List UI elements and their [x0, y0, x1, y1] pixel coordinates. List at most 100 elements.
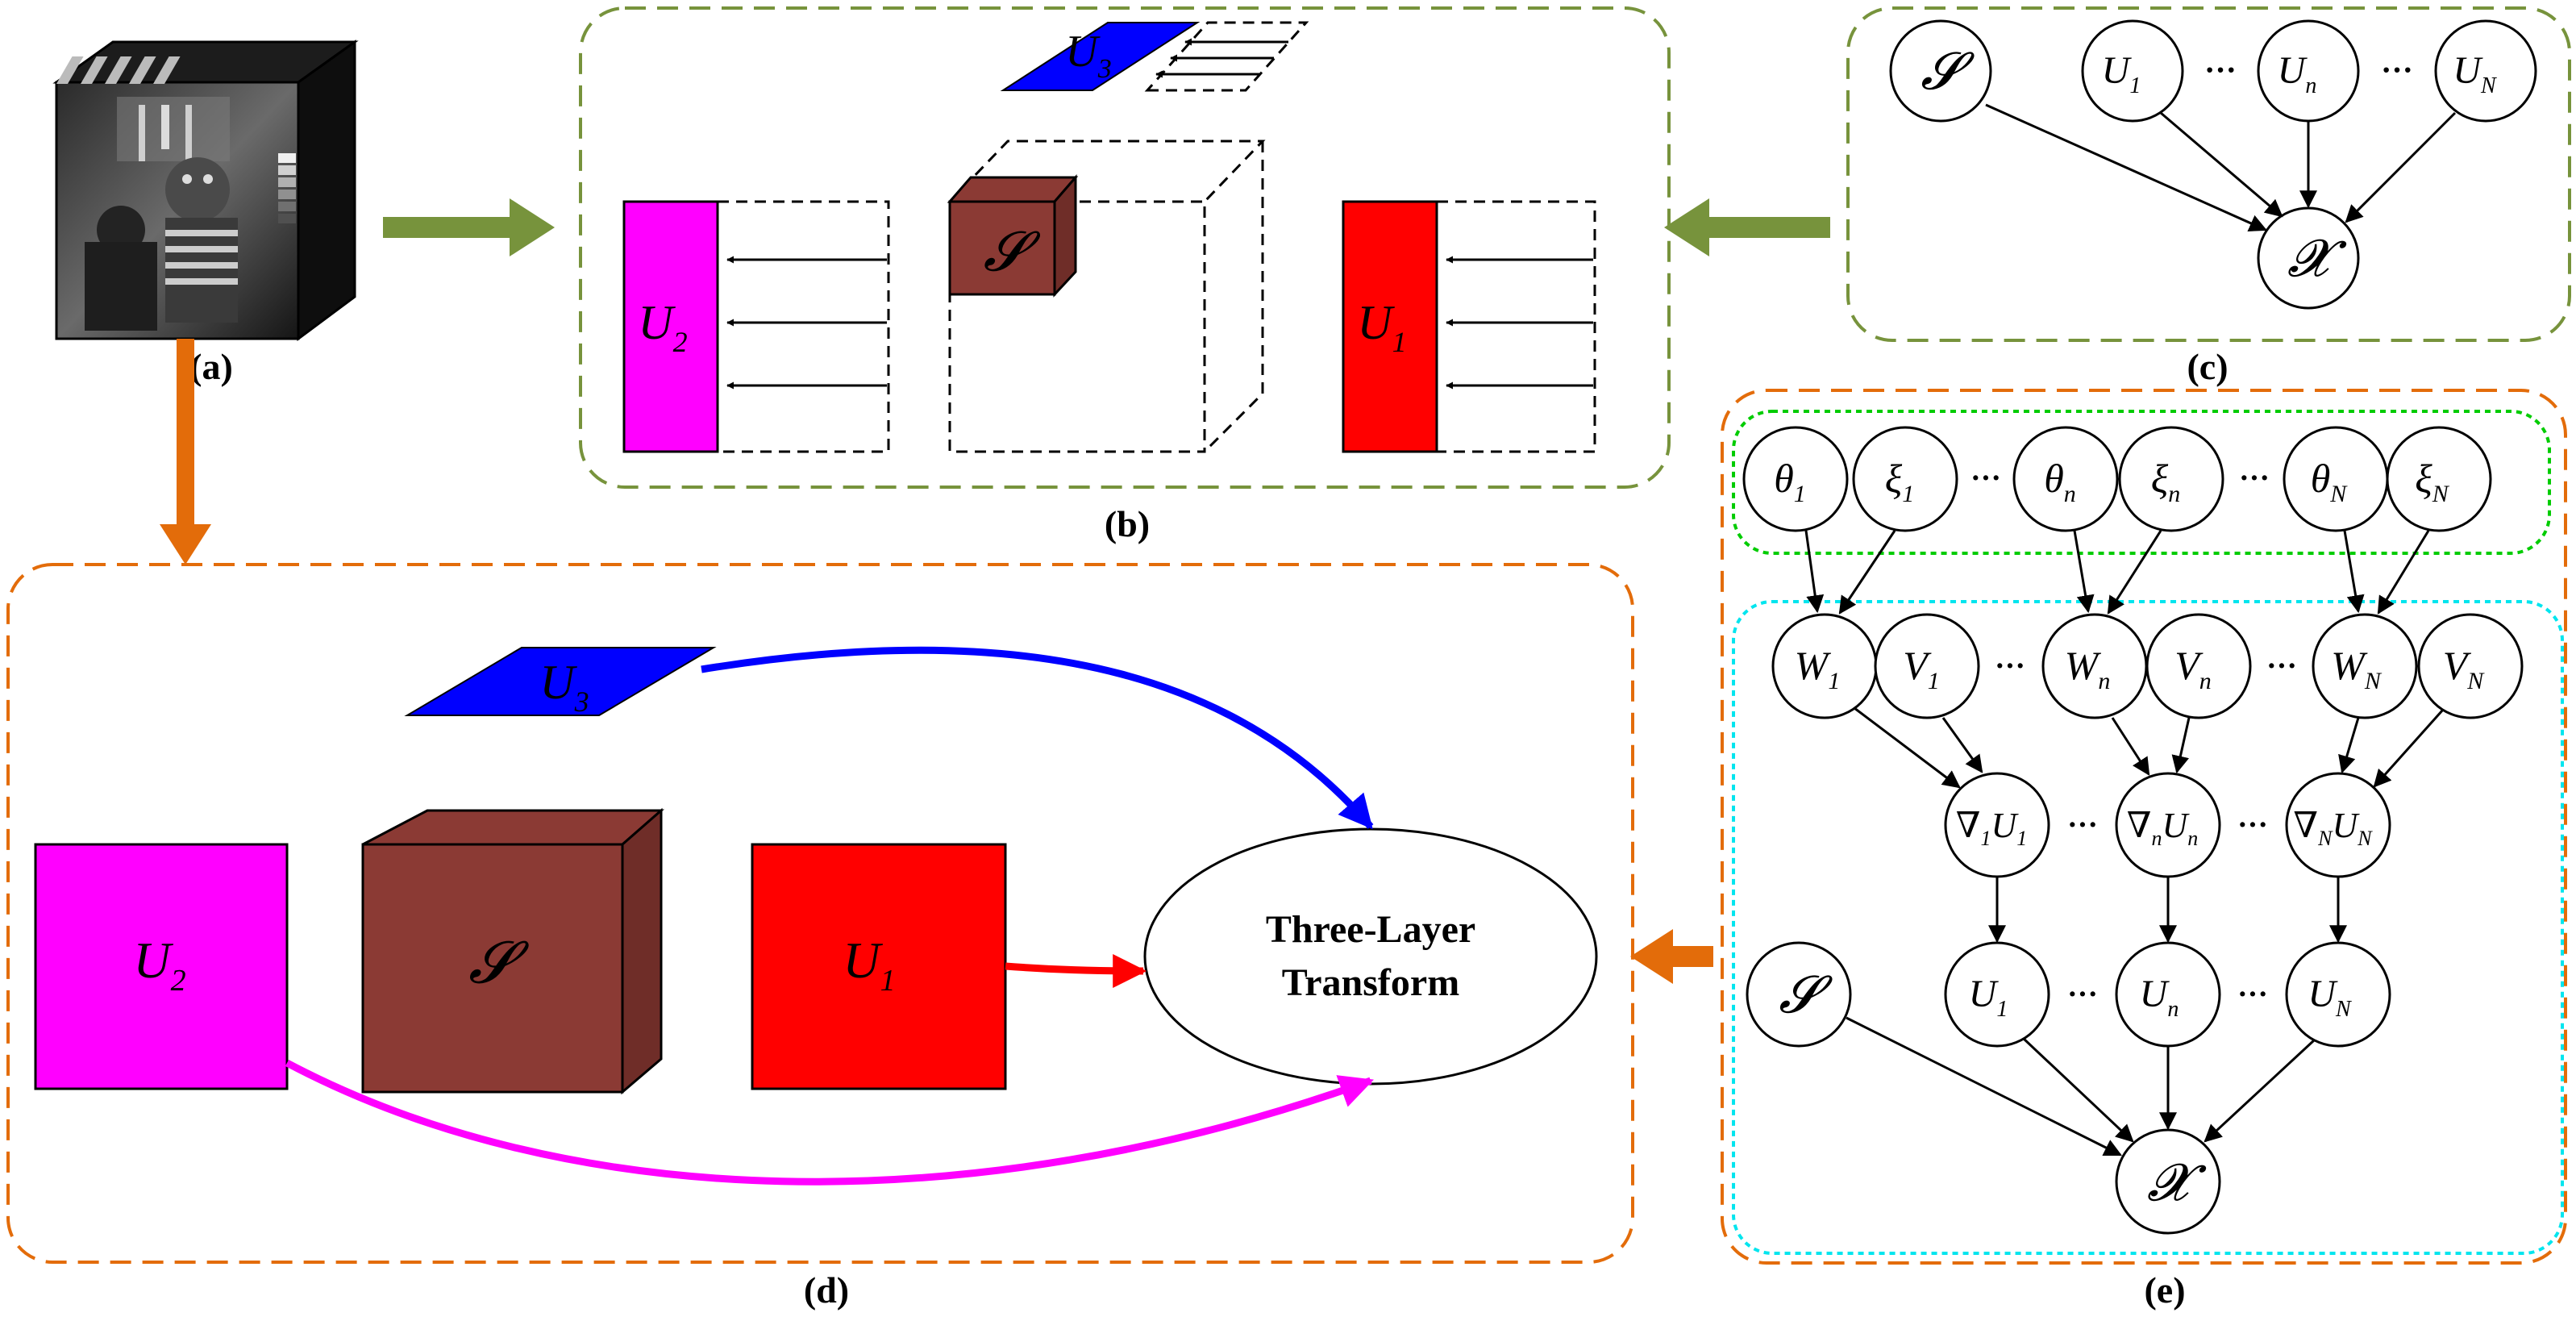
- e-dots-grad-2: ···: [2237, 808, 2268, 842]
- e-dots-w-2: ···: [2266, 649, 2297, 683]
- e-gradN-label: ∇NUN: [2293, 806, 2373, 850]
- e-edge-uN-x: [2204, 1039, 2316, 1143]
- b-core-tensor: [947, 173, 1079, 298]
- b-u1-dashed-box: [1435, 200, 1596, 453]
- c-u1-label: U1: [2102, 49, 2141, 98]
- e-node-wN: [2312, 613, 2418, 719]
- e-edge-thetan-wn: [2073, 530, 2095, 614]
- e-node-thetan: [2012, 426, 2119, 532]
- e-theta1-label: θ1: [1774, 456, 1806, 507]
- e-node-v1: [1874, 613, 1980, 719]
- d-u2-block: [34, 843, 289, 1090]
- transform-label-line1: Three-Layer: [1266, 908, 1475, 951]
- caption-a: (a): [189, 346, 233, 387]
- d-core-cube: [361, 807, 664, 1095]
- e-edge-wN-gradN: [2338, 717, 2360, 774]
- e-node-theta1: [1742, 426, 1849, 532]
- b-u2-block: [622, 200, 719, 453]
- d-u3-label: U3: [539, 656, 589, 718]
- e-node-xin: [2118, 426, 2224, 532]
- b-u3-slab: [1000, 22, 1201, 91]
- e-edge-u1-x: [2022, 1037, 2134, 1143]
- e-node-core: [1746, 941, 1852, 1048]
- e-edge-xi1-w1: [1838, 530, 1896, 615]
- panel-c-frame: [1846, 6, 2571, 342]
- caption-b: (b): [1105, 503, 1150, 544]
- d-edge-u2-transform: [285, 1060, 1374, 1186]
- transform-label-line2: Transform: [1282, 961, 1459, 1004]
- d-u1-label: U1: [843, 931, 895, 998]
- e-dots-u-1: ···: [2067, 977, 2098, 1011]
- caption-e: (e): [2144, 1269, 2185, 1311]
- d-u1-block: [751, 843, 1007, 1090]
- e-node-uN: [2285, 941, 2391, 1048]
- c-edge-u1-x: [2160, 111, 2283, 218]
- three-layer-transform-node: [1143, 827, 1598, 1086]
- e-node-xiN: [2386, 426, 2492, 532]
- e-node-thetaN: [2283, 426, 2389, 532]
- b-u1-label: U1: [1357, 296, 1406, 358]
- arrow-e-to-d-head: [1630, 929, 1673, 984]
- panel-d-frame: [6, 563, 1634, 1264]
- e-edge-vn-gradn: [2171, 717, 2191, 774]
- e-dots-w-1: ···: [1995, 649, 2025, 683]
- d-u2-label: U2: [133, 931, 185, 998]
- arrow-a-to-b-head: [510, 198, 555, 256]
- e-edge-theta1-w1: [1804, 530, 1825, 614]
- e-xin-label: ξn: [2151, 456, 2180, 507]
- b-u3-label: U3: [1065, 27, 1111, 84]
- caption-c: (c): [2187, 346, 2228, 387]
- e-uN-label: UN: [2308, 973, 2352, 1022]
- e-edge-w1-grad1: [1854, 706, 1961, 789]
- c-edge-uN-x: [2345, 111, 2457, 223]
- d-u3-slab: [404, 647, 717, 716]
- e-edge-wn-gradn: [2111, 717, 2150, 776]
- caption-d: (d): [804, 1269, 849, 1311]
- e-edge-thetaN-wN: [2343, 530, 2365, 614]
- e-xi1-label: ξ1: [1885, 456, 1914, 507]
- e-dots-theta-1: ···: [1970, 461, 2001, 495]
- e-hyperprior-group: [1732, 410, 2551, 555]
- c-uN-label: UN: [2453, 49, 2497, 98]
- e-u1-label: U1: [1969, 973, 2008, 1022]
- e-dots-u-2: ···: [2237, 977, 2268, 1011]
- c-node-u1: [2081, 19, 2184, 123]
- e-thetan-label: θn: [2044, 456, 2076, 507]
- c-dots-1: ···: [2204, 52, 2237, 88]
- e-node-xi1: [1852, 426, 1958, 532]
- e-wN-label: WN: [2331, 643, 2382, 694]
- b-u1-block: [1342, 200, 1438, 453]
- e-v1-label: V1: [1903, 643, 1940, 694]
- e-dots-theta-2: ···: [2239, 461, 2270, 495]
- e-un-label: Un: [2140, 973, 2179, 1022]
- b-dashed-cube: [948, 140, 1266, 453]
- d-edge-u3-transform: [701, 646, 1374, 830]
- b-u2-label: U2: [638, 296, 687, 358]
- e-edge-v1-grad1: [1941, 717, 1983, 773]
- e-node-u1: [1944, 941, 2050, 1048]
- e-grad1-label: ∇1U1: [1956, 806, 2028, 850]
- e-wn-label: Wn: [2065, 643, 2111, 694]
- e-node-vn: [2145, 613, 2252, 719]
- e-dots-grad-1: ···: [2067, 808, 2098, 842]
- c-node-uN: [2434, 19, 2537, 123]
- c-node-core: [1889, 19, 1992, 123]
- e-edge-xiN-wN: [2377, 530, 2430, 615]
- c-node-un: [2257, 19, 2360, 123]
- c-edge-core-x: [1985, 103, 2268, 231]
- e-edge-core-x: [1846, 1016, 2122, 1157]
- e-xiN-label: ξN: [2415, 456, 2449, 507]
- e-vn-label: Vn: [2174, 643, 2212, 694]
- d-edge-u1-transform: [1005, 953, 1147, 988]
- e-node-vN: [2417, 613, 2524, 719]
- e-w1-label: W1: [1795, 643, 1841, 694]
- hyperspectral-image-cube: [52, 40, 359, 341]
- e-thetaN-label: θN: [2311, 456, 2349, 507]
- e-gradn-label: ∇nUn: [2127, 806, 2199, 850]
- c-dots-2: ···: [2381, 52, 2413, 88]
- e-node-un: [2115, 941, 2221, 1048]
- c-un-label: Un: [2278, 49, 2317, 98]
- e-vN-label: VN: [2443, 643, 2486, 694]
